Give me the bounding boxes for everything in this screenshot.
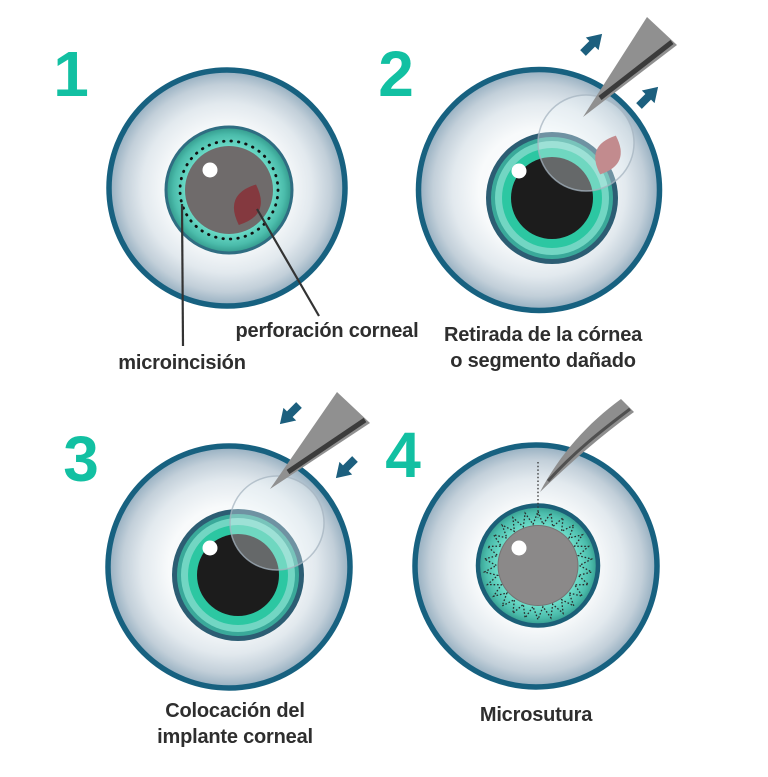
eye-step-2 — [415, 17, 677, 314]
caption-line: o segmento dañado — [450, 350, 636, 372]
cornea-stroma — [185, 146, 273, 234]
corneal-implant — [497, 525, 579, 606]
direction-arrow-icon — [576, 27, 609, 60]
highlight-dot — [202, 540, 218, 556]
corneal-implant-disc — [229, 475, 325, 571]
eye-step-3 — [105, 392, 370, 691]
highlight-dot — [511, 163, 527, 179]
pointer-line-microincision — [180, 203, 185, 347]
pupil — [197, 534, 279, 616]
caption-step-2: Retirada de la córnea o segmento dañado — [444, 322, 642, 374]
caption-step-3: Colocación del implante corneal — [157, 698, 313, 750]
highlight-dot — [202, 162, 218, 178]
caption-line: implante corneal — [157, 726, 313, 748]
step-number-2: 2 — [378, 38, 414, 110]
eye-step-4 — [412, 399, 660, 690]
direction-arrow-icon — [273, 398, 306, 431]
highlight-dot — [511, 540, 527, 556]
surgical-tweezers-icon — [583, 17, 677, 117]
suture-needle-icon — [540, 399, 634, 492]
direction-arrow-icon — [632, 80, 665, 113]
step-number-1: 1 — [53, 38, 89, 110]
caption-line: Microsutura — [479, 704, 593, 726]
caption-step-4: Microsutura — [480, 702, 592, 728]
surgical-tweezers-icon — [270, 392, 370, 489]
cornea-disc — [537, 94, 635, 192]
step-number-4: 4 — [385, 419, 421, 491]
direction-arrow-icon — [329, 452, 362, 485]
eye-step-1 — [106, 67, 348, 347]
label-microincision: microincisión — [118, 352, 246, 374]
dotted-incision-ring — [178, 139, 280, 241]
caption-line: Colocación del — [165, 700, 305, 722]
pointer-line-perforation — [256, 208, 320, 317]
label-corneal-perforation: perforación corneal — [235, 320, 419, 342]
step-number-3: 3 — [63, 423, 99, 495]
pupil — [511, 157, 593, 239]
caption-line: Retirada de la córnea — [443, 324, 643, 346]
